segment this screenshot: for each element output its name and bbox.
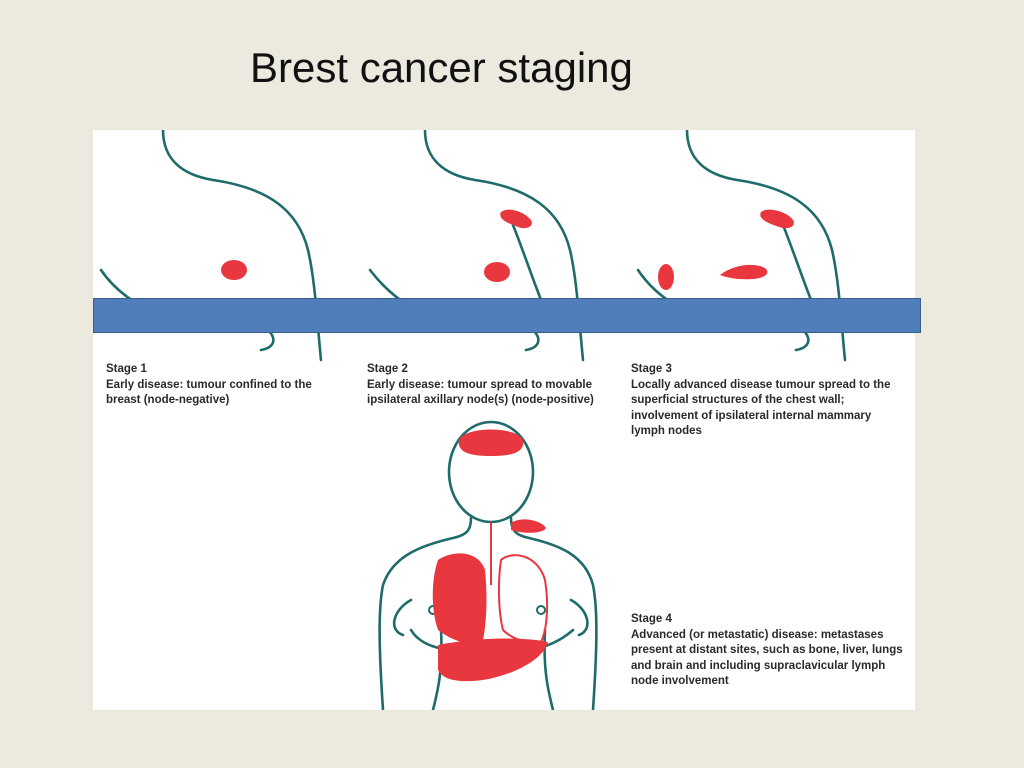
stage-2-axillary-node [500, 209, 532, 229]
stage-3-caption: Stage 3 Locally advanced disease tumour … [631, 362, 896, 440]
stage-4-brain-metastasis [458, 429, 524, 456]
blue-banner-bar [93, 298, 921, 333]
stage-4-right-lung-outline [497, 554, 549, 644]
stage-1-caption: Stage 1 Early disease: tumour confined t… [106, 362, 346, 409]
stage-2-description: Early disease: tumour spread to movable … [367, 378, 594, 407]
stage-1-tumour [221, 260, 247, 280]
stage-3-description: Locally advanced disease tumour spread t… [631, 378, 891, 438]
stage-3-axillary-node [760, 209, 794, 229]
stage-4-left-lung [432, 553, 487, 643]
slide-title: Brest cancer staging [250, 44, 633, 91]
stage-3-chest-wall-lesion [658, 264, 674, 290]
stage-1-description: Early disease: tumour confined to the br… [106, 378, 312, 407]
stage-2-label: Stage 2 [367, 363, 408, 375]
stage-4-liver [438, 638, 548, 682]
staging-illustration [99, 130, 847, 710]
stage-3-label: Stage 3 [631, 363, 672, 375]
stage-4-supraclavicular-node [511, 519, 546, 533]
stage-4-caption: Stage 4 Advanced (or metastatic) disease… [631, 612, 906, 690]
stage-4-label: Stage 4 [631, 613, 672, 625]
staging-figure: Stage 1 Early disease: tumour confined t… [93, 130, 915, 710]
stage-3-tumour [720, 264, 768, 280]
stage-4-description: Advanced (or metastatic) disease: metast… [631, 628, 903, 688]
stage-1-label: Stage 1 [106, 363, 147, 375]
stage-2-tumour [484, 262, 510, 282]
stage-2-caption: Stage 2 Early disease: tumour spread to … [367, 362, 607, 409]
